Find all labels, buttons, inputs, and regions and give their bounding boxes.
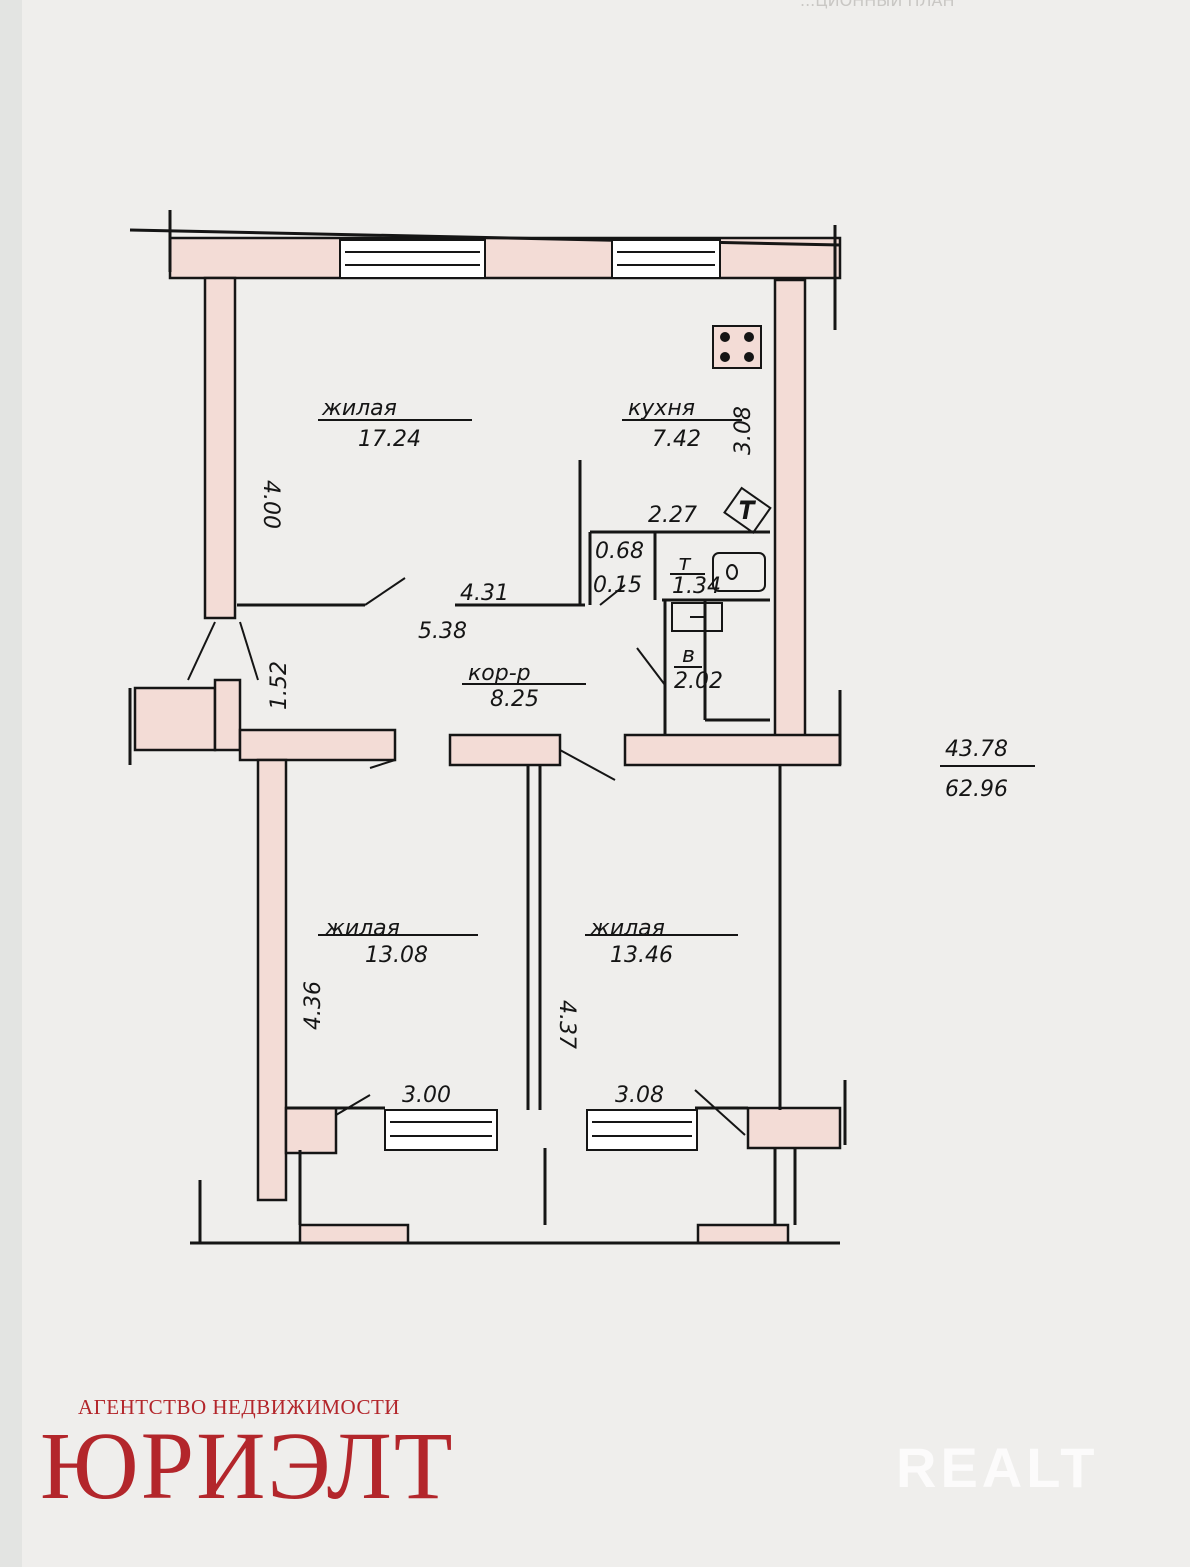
toilet-icon xyxy=(671,602,723,632)
svg-text:T: T xyxy=(740,499,755,524)
dimension-label: 2.27 xyxy=(648,503,697,528)
water-heater-icon: T xyxy=(723,486,772,535)
room-name: т xyxy=(678,551,692,576)
dimension-label: 4.31 xyxy=(460,581,509,606)
walls xyxy=(133,236,842,1245)
room-area: 2.02 xyxy=(674,669,723,694)
room-name: кор-р xyxy=(468,661,531,686)
dimension-labels: 4.00 3.08 2.27 0.68 0.15 4.31 5.38 1.52 … xyxy=(258,406,756,1108)
dimension-label: 4.37 xyxy=(554,1000,579,1049)
doors xyxy=(187,577,746,1136)
realt-logo: REALT xyxy=(896,1436,1099,1499)
dimension-label: 3.08 xyxy=(615,1083,664,1108)
room-area: 8.25 xyxy=(490,687,539,712)
dimension-label: 3.00 xyxy=(402,1083,451,1108)
room-name: жилая xyxy=(589,916,665,941)
room-name: в xyxy=(682,643,695,668)
bathtub-icon xyxy=(712,552,766,592)
total-area: 62.96 xyxy=(945,777,1008,802)
dimension-label: 4.00 xyxy=(258,480,283,529)
agency-name: ЮРИЭЛТ xyxy=(40,1412,455,1519)
room-area: 13.46 xyxy=(610,943,673,968)
stove-icon xyxy=(712,325,762,369)
room-name: жилая xyxy=(321,396,397,421)
dimension-label: 0.68 xyxy=(595,539,644,564)
area-totals: 43.78 62.96 xyxy=(940,737,1035,802)
dimension-label: 5.38 xyxy=(418,619,467,644)
room-name: кухня xyxy=(628,396,695,421)
room-area: 17.24 xyxy=(358,427,421,452)
agency-subtitle: АГЕНТСТВО НЕДВИЖИМОСТИ xyxy=(78,1395,400,1419)
dimension-label: 0.15 xyxy=(593,573,642,598)
dimension-label: 4.36 xyxy=(301,981,326,1030)
room-area: 7.42 xyxy=(652,427,701,452)
dimension-label: 3.08 xyxy=(731,406,756,455)
partitions xyxy=(128,210,847,1245)
room-name: жилая xyxy=(324,916,400,941)
room-area: 1.34 xyxy=(672,574,721,599)
room-labels: жилая 17.24 кухня 7.42 т 1.34 в 2.02 кор… xyxy=(318,396,742,968)
living-area-total: 43.78 xyxy=(945,737,1008,762)
room-area: 13.08 xyxy=(365,943,428,968)
dimension-label: 1.52 xyxy=(267,661,292,710)
windows xyxy=(339,239,721,1151)
header-text: ...ЦИОННЫЙ ПЛАН xyxy=(800,0,955,10)
